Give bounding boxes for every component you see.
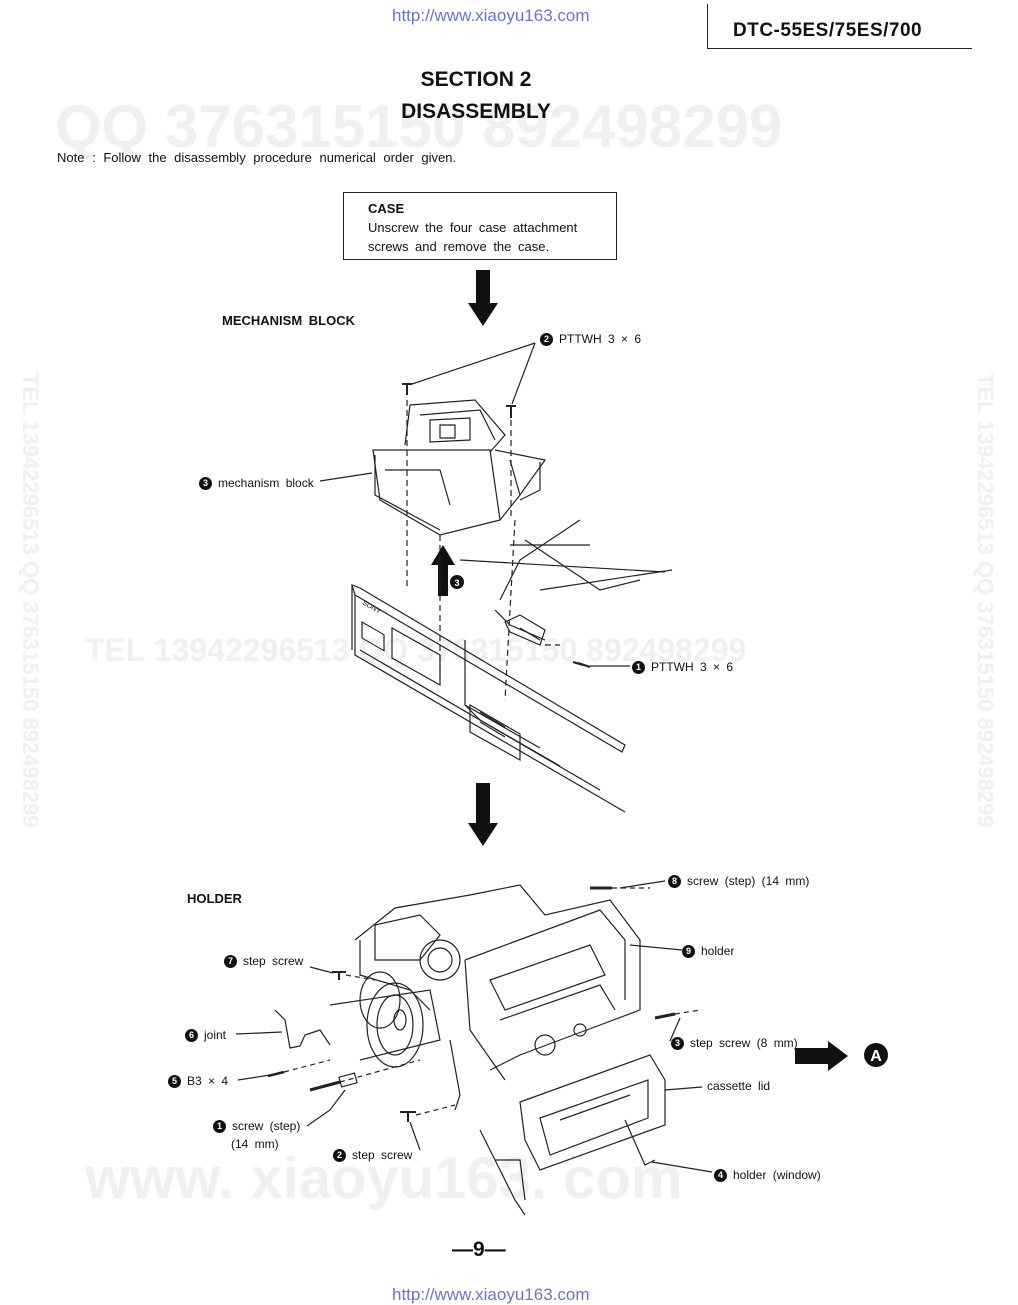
note-prefix: Note :: [57, 150, 96, 165]
url-top[interactable]: http://www.xiaoyu163.com: [392, 6, 590, 25]
note-text: Follow the disassembly procedure numeric…: [103, 150, 457, 165]
svg-text:SONY: SONY: [361, 600, 382, 616]
section-number: SECTION 2: [420, 68, 532, 91]
model-number: DTC-55ES/75ES/700: [733, 20, 923, 41]
case-line-2: screws and remove the case.: [368, 239, 550, 254]
header-divider-vertical: [707, 4, 708, 48]
watermark-qq: QQ 376315150 892498299: [55, 93, 783, 160]
up-arrow: [431, 545, 455, 596]
holder-drawing: [235, 880, 713, 1216]
down-arrow-2: [468, 783, 498, 846]
label-14mm: (14 mm): [231, 1137, 279, 1151]
down-arrow-1: [468, 270, 498, 326]
label-cassette-lid: cassette lid: [707, 1079, 771, 1093]
url-bottom[interactable]: http://www.xiaoyu163.com: [392, 1285, 590, 1304]
holder-heading: HOLDER: [187, 891, 242, 906]
mechanism-drawing: SONY: [319, 342, 673, 813]
case-line-1: Unscrew the four case attachment: [368, 220, 578, 235]
ref-mark-circle: [864, 1043, 888, 1067]
section-title: DISASSEMBLY: [401, 100, 551, 123]
note: Note : Follow the disassembly procedure …: [57, 150, 456, 165]
page-number: —9—: [452, 1238, 506, 1261]
arrow-step-number: 3: [454, 578, 459, 588]
mechanism-heading: MECHANISM BLOCK: [222, 313, 355, 328]
case-instruction-box: CASE Unscrew the four case attachment sc…: [343, 192, 617, 260]
watermark-site: www. xiaoyu163. com: [85, 1146, 683, 1211]
ref-mark-a: A: [870, 1048, 882, 1065]
header-divider-horizontal: [707, 48, 972, 49]
case-title: CASE: [368, 201, 405, 216]
right-arrow-a: [795, 1041, 848, 1071]
